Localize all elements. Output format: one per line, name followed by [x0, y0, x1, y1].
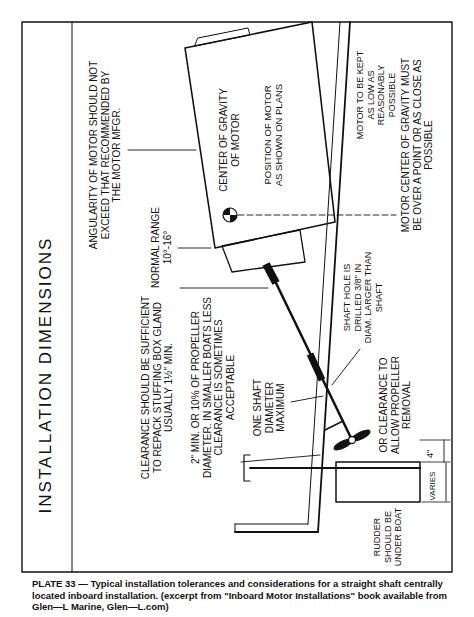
transom-edge	[235, 524, 236, 532]
callout-note: RUDDER SHOULD BE UNDER BOAT	[372, 506, 404, 568]
callout-note: CENTER OF GRAVITY OF MOTOR	[218, 85, 241, 195]
rudder-blade	[336, 462, 420, 502]
leader-line	[291, 396, 323, 402]
rudder-stock	[250, 467, 420, 469]
title-band-line	[72, 22, 73, 572]
cg-quadrant	[230, 215, 237, 222]
leader-line	[178, 248, 211, 249]
callout-note: 2" MIN. OR 10% OF PROPELLER DIAMETER. IN…	[190, 295, 236, 480]
shaft-strut	[325, 421, 343, 430]
callout-note: ONE SHAFT DIAMETER MAXIMUM	[252, 365, 287, 450]
extension-line	[420, 440, 450, 441]
stuffing-box	[310, 354, 322, 380]
propeller-hub	[349, 437, 356, 444]
callout-note: ANGULARITY OF MOTOR SHOULD NOT EXCEED TH…	[88, 60, 123, 250]
center-of-gravity-symbol	[223, 208, 237, 222]
callout-note: SHAFT HOLE IS DRILLED 3/8" IN DIAM. LARG…	[342, 250, 384, 345]
leader-line	[180, 288, 268, 289]
drawing-title: INSTALLATION DIMENSIONS	[36, 225, 56, 525]
rudder-bracket	[244, 455, 250, 481]
plate-caption: PLATE 33 — Typical installation toleranc…	[32, 578, 452, 613]
leader-line	[128, 150, 196, 151]
callout-note: VARIES	[428, 469, 438, 503]
callout-note: CLEARANCE SHOULD BE SUFFICIENT TO REPACK…	[140, 295, 175, 480]
callout-note: POSITION OF MOTOR AS SHOWN ON PLANS	[262, 80, 284, 190]
cg-circle	[223, 208, 237, 222]
page-frame	[22, 22, 452, 572]
extension-line	[421, 462, 450, 463]
callout-note: NORMAL RANGE 10°-16°	[150, 205, 173, 290]
transom	[235, 531, 318, 533]
shaft-coupling	[266, 264, 276, 283]
transom-inner	[235, 524, 308, 525]
extension-line	[422, 502, 450, 503]
motor-top-cover	[195, 28, 250, 46]
leader-line	[241, 455, 320, 462]
dimension-line	[444, 440, 445, 462]
callout-note: MOTOR TO BE KEPT AS LOW AS REASONABLY PO…	[355, 45, 397, 145]
leader-line	[332, 349, 360, 385]
center-of-gravity-line	[238, 215, 396, 216]
cg-quadrant	[223, 208, 230, 215]
callout-note: MOTOR CENTER OF GRAVITY MUST BE OVER A P…	[400, 50, 435, 240]
callout-note: 4"	[425, 446, 436, 462]
motor-block	[185, 22, 335, 248]
callout-note: OR CLEARANCE TO ALLOW PROPELLER REMOVAL	[378, 355, 413, 455]
propeller-shaft	[276, 283, 352, 440]
dimension-line	[446, 463, 447, 501]
